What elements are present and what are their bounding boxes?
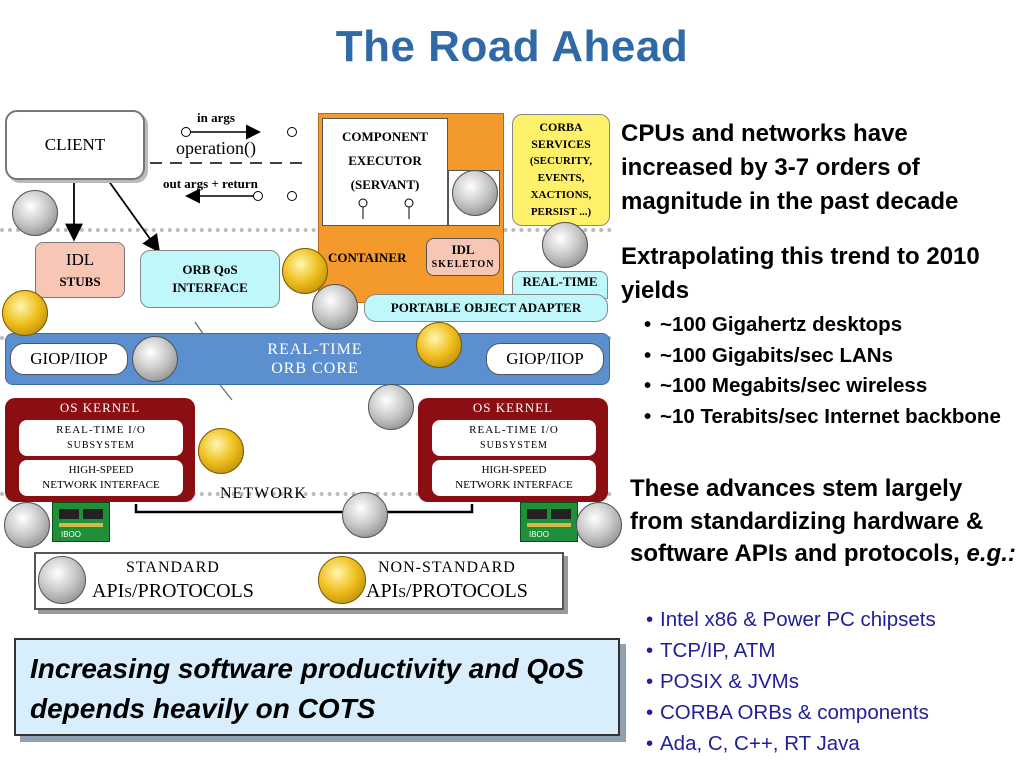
corba-line-4: XACTIONS, [530, 189, 592, 201]
client-box: CLIENT [5, 110, 145, 180]
idl-skeleton-line2: SKELETON [431, 259, 495, 270]
client-label: CLIENT [44, 135, 106, 154]
gold-disc-icon [198, 428, 244, 474]
corba-line-5: PERSIST ...) [530, 206, 592, 218]
giop-right-label: GIOP/IIOP [506, 349, 584, 368]
list-item: Ada, C, C++, RT Java [646, 728, 1024, 759]
idl-skeleton-box: IDL SKELETON [426, 238, 500, 276]
paragraph-advances: These advances stem largely from standar… [630, 473, 1020, 571]
os-kernel-left-label: OS KERNEL [59, 400, 141, 415]
architecture-diagram: CLIENT in args operation() out args + re… [0, 100, 622, 620]
orb-qos-interface-box: ORB QoS INTERFACE [140, 250, 280, 308]
list-item: ~100 Gigabits/sec LANs [644, 341, 1024, 372]
idl-stubs-line2: STUBS [59, 274, 101, 289]
network-label: NETWORK [220, 485, 307, 502]
circuit-board-icon-left: IBOO [52, 502, 110, 542]
gold-disc-icon [282, 248, 328, 294]
gold-disc-icon [416, 322, 462, 368]
silver-disc-icon [12, 190, 58, 236]
list-item: CORBA ORBs & components [646, 697, 1024, 728]
hs-net-left-line2: NETWORK INTERFACE [42, 479, 160, 491]
divider-line-bottom [0, 492, 612, 496]
component-executor-box: COMPONENT EXECUTOR (SERVANT) [322, 118, 448, 226]
chip-label-left: IBOO [61, 530, 82, 539]
list-item: TCP/IP, ATM [646, 635, 1024, 666]
corba-services-box: CORBA SERVICES (SECURITY, EVENTS, XACTIO… [512, 114, 610, 226]
idl-stubs-line1: IDL [65, 250, 95, 269]
giop-left-box: GIOP/IIOP [10, 343, 128, 375]
hs-net-right-line1: HIGH-SPEED [481, 464, 547, 476]
rt-io-left-line1: REAL-TIME I/O [56, 424, 146, 436]
silver-disc-icon [312, 284, 358, 330]
corba-line-0: CORBA [539, 120, 583, 134]
orb-core-line1: REAL-TIME [267, 341, 363, 358]
standards-bullet-list: Intel x86 & Power PC chipsets TCP/IP, AT… [646, 604, 1024, 759]
corba-line-2: (SECURITY, [529, 155, 593, 167]
divider-line-top [0, 228, 612, 232]
silver-disc-icon [342, 492, 388, 538]
legend-nonstandard-line1: NON-STANDARD [378, 559, 516, 576]
silver-disc-icon [38, 556, 86, 604]
realtime-poa-label: REAL-TIME [522, 274, 598, 289]
silver-disc-icon [452, 170, 498, 216]
circuit-board-icon-right: IBOO [520, 502, 578, 542]
orb-qos-line2: INTERFACE [172, 280, 248, 295]
hs-net-right-line2: NETWORK INTERFACE [455, 479, 573, 491]
list-item: ~100 Gigahertz desktops [644, 310, 1024, 341]
os-kernel-right-label: OS KERNEL [472, 400, 554, 415]
idl-skeleton-line1: IDL [451, 242, 475, 257]
rt-io-left-line2: SUBSYSTEM [67, 440, 135, 451]
silver-disc-icon [576, 502, 622, 548]
trend-bullet-list: ~100 Gigahertz desktops ~100 Gigabits/se… [644, 310, 1024, 432]
hs-net-left-box: HIGH-SPEED NETWORK INTERFACE [19, 460, 183, 496]
rt-io-left-box: REAL-TIME I/O SUBSYSTEM [19, 420, 183, 456]
poa-label: PORTABLE OBJECT ADAPTER [390, 300, 582, 315]
silver-disc-icon [542, 222, 588, 268]
list-item: ~100 Megabits/sec wireless [644, 371, 1024, 402]
rt-io-right-line2: SUBSYSTEM [480, 440, 548, 451]
os-kernel-left: OS KERNEL REAL-TIME I/O SUBSYSTEM HIGH-S… [5, 398, 195, 502]
slide-title: The Road Ahead [335, 22, 689, 71]
hs-net-left-line1: HIGH-SPEED [68, 464, 134, 476]
paragraph-extrapolating: Extrapolating this trend to 2010 yields [621, 243, 980, 304]
orb-qos-line1: ORB QoS [182, 262, 238, 277]
operation-label: operation() [176, 138, 256, 158]
orb-core-line2: ORB CORE [271, 360, 359, 377]
silver-disc-icon [368, 384, 414, 430]
component-line3: (SERVANT) [350, 177, 420, 192]
paragraph-cpus: CPUs and networks have increased by 3-7 … [621, 120, 959, 215]
container-label: CONTAINER [328, 250, 407, 265]
legend-standard-line2: APIs/PROTOCOLS [92, 580, 254, 602]
idl-stubs-box: IDL STUBS [35, 242, 125, 298]
corba-line-1: SERVICES [531, 137, 591, 151]
component-line1: COMPONENT [342, 129, 428, 144]
hs-net-right-box: HIGH-SPEED NETWORK INTERFACE [432, 460, 596, 496]
list-item: Intel x86 & Power PC chipsets [646, 604, 1024, 635]
rt-io-right-line1: REAL-TIME I/O [469, 424, 559, 436]
giop-left-label: GIOP/IIOP [30, 349, 108, 368]
paragraph-advances-main: These advances stem largely from standar… [630, 475, 984, 567]
gold-disc-icon [2, 290, 48, 336]
paragraph-advances-eg: e.g.: [966, 540, 1016, 567]
silver-disc-icon [132, 336, 178, 382]
component-ports [358, 198, 414, 219]
legend-box: STANDARD APIs/PROTOCOLS NON-STANDARD API… [34, 552, 564, 610]
corba-line-3: EVENTS, [537, 172, 585, 184]
in-args-label: in args [197, 110, 235, 125]
legend-nonstandard-line2: APIs/PROTOCOLS [366, 580, 528, 602]
silver-disc-icon [4, 502, 50, 548]
list-item: ~10 Terabits/sec Internet backbone [644, 402, 1024, 433]
gold-disc-icon [318, 556, 366, 604]
legend-standard-line1: STANDARD [126, 559, 220, 576]
rt-io-right-box: REAL-TIME I/O SUBSYSTEM [432, 420, 596, 456]
os-kernel-right: OS KERNEL REAL-TIME I/O SUBSYSTEM HIGH-S… [418, 398, 608, 502]
orb-core-label: REAL-TIME ORB CORE [250, 340, 380, 378]
poa-box: PORTABLE OBJECT ADAPTER [364, 294, 608, 322]
out-args-label: out args + return [163, 176, 258, 191]
cots-callout: Increasing software productivity and QoS… [14, 638, 620, 736]
chip-label-right: IBOO [529, 530, 550, 539]
component-line2: EXECUTOR [348, 153, 422, 168]
giop-right-box: GIOP/IIOP [486, 343, 604, 375]
list-item: POSIX & JVMs [646, 666, 1024, 697]
